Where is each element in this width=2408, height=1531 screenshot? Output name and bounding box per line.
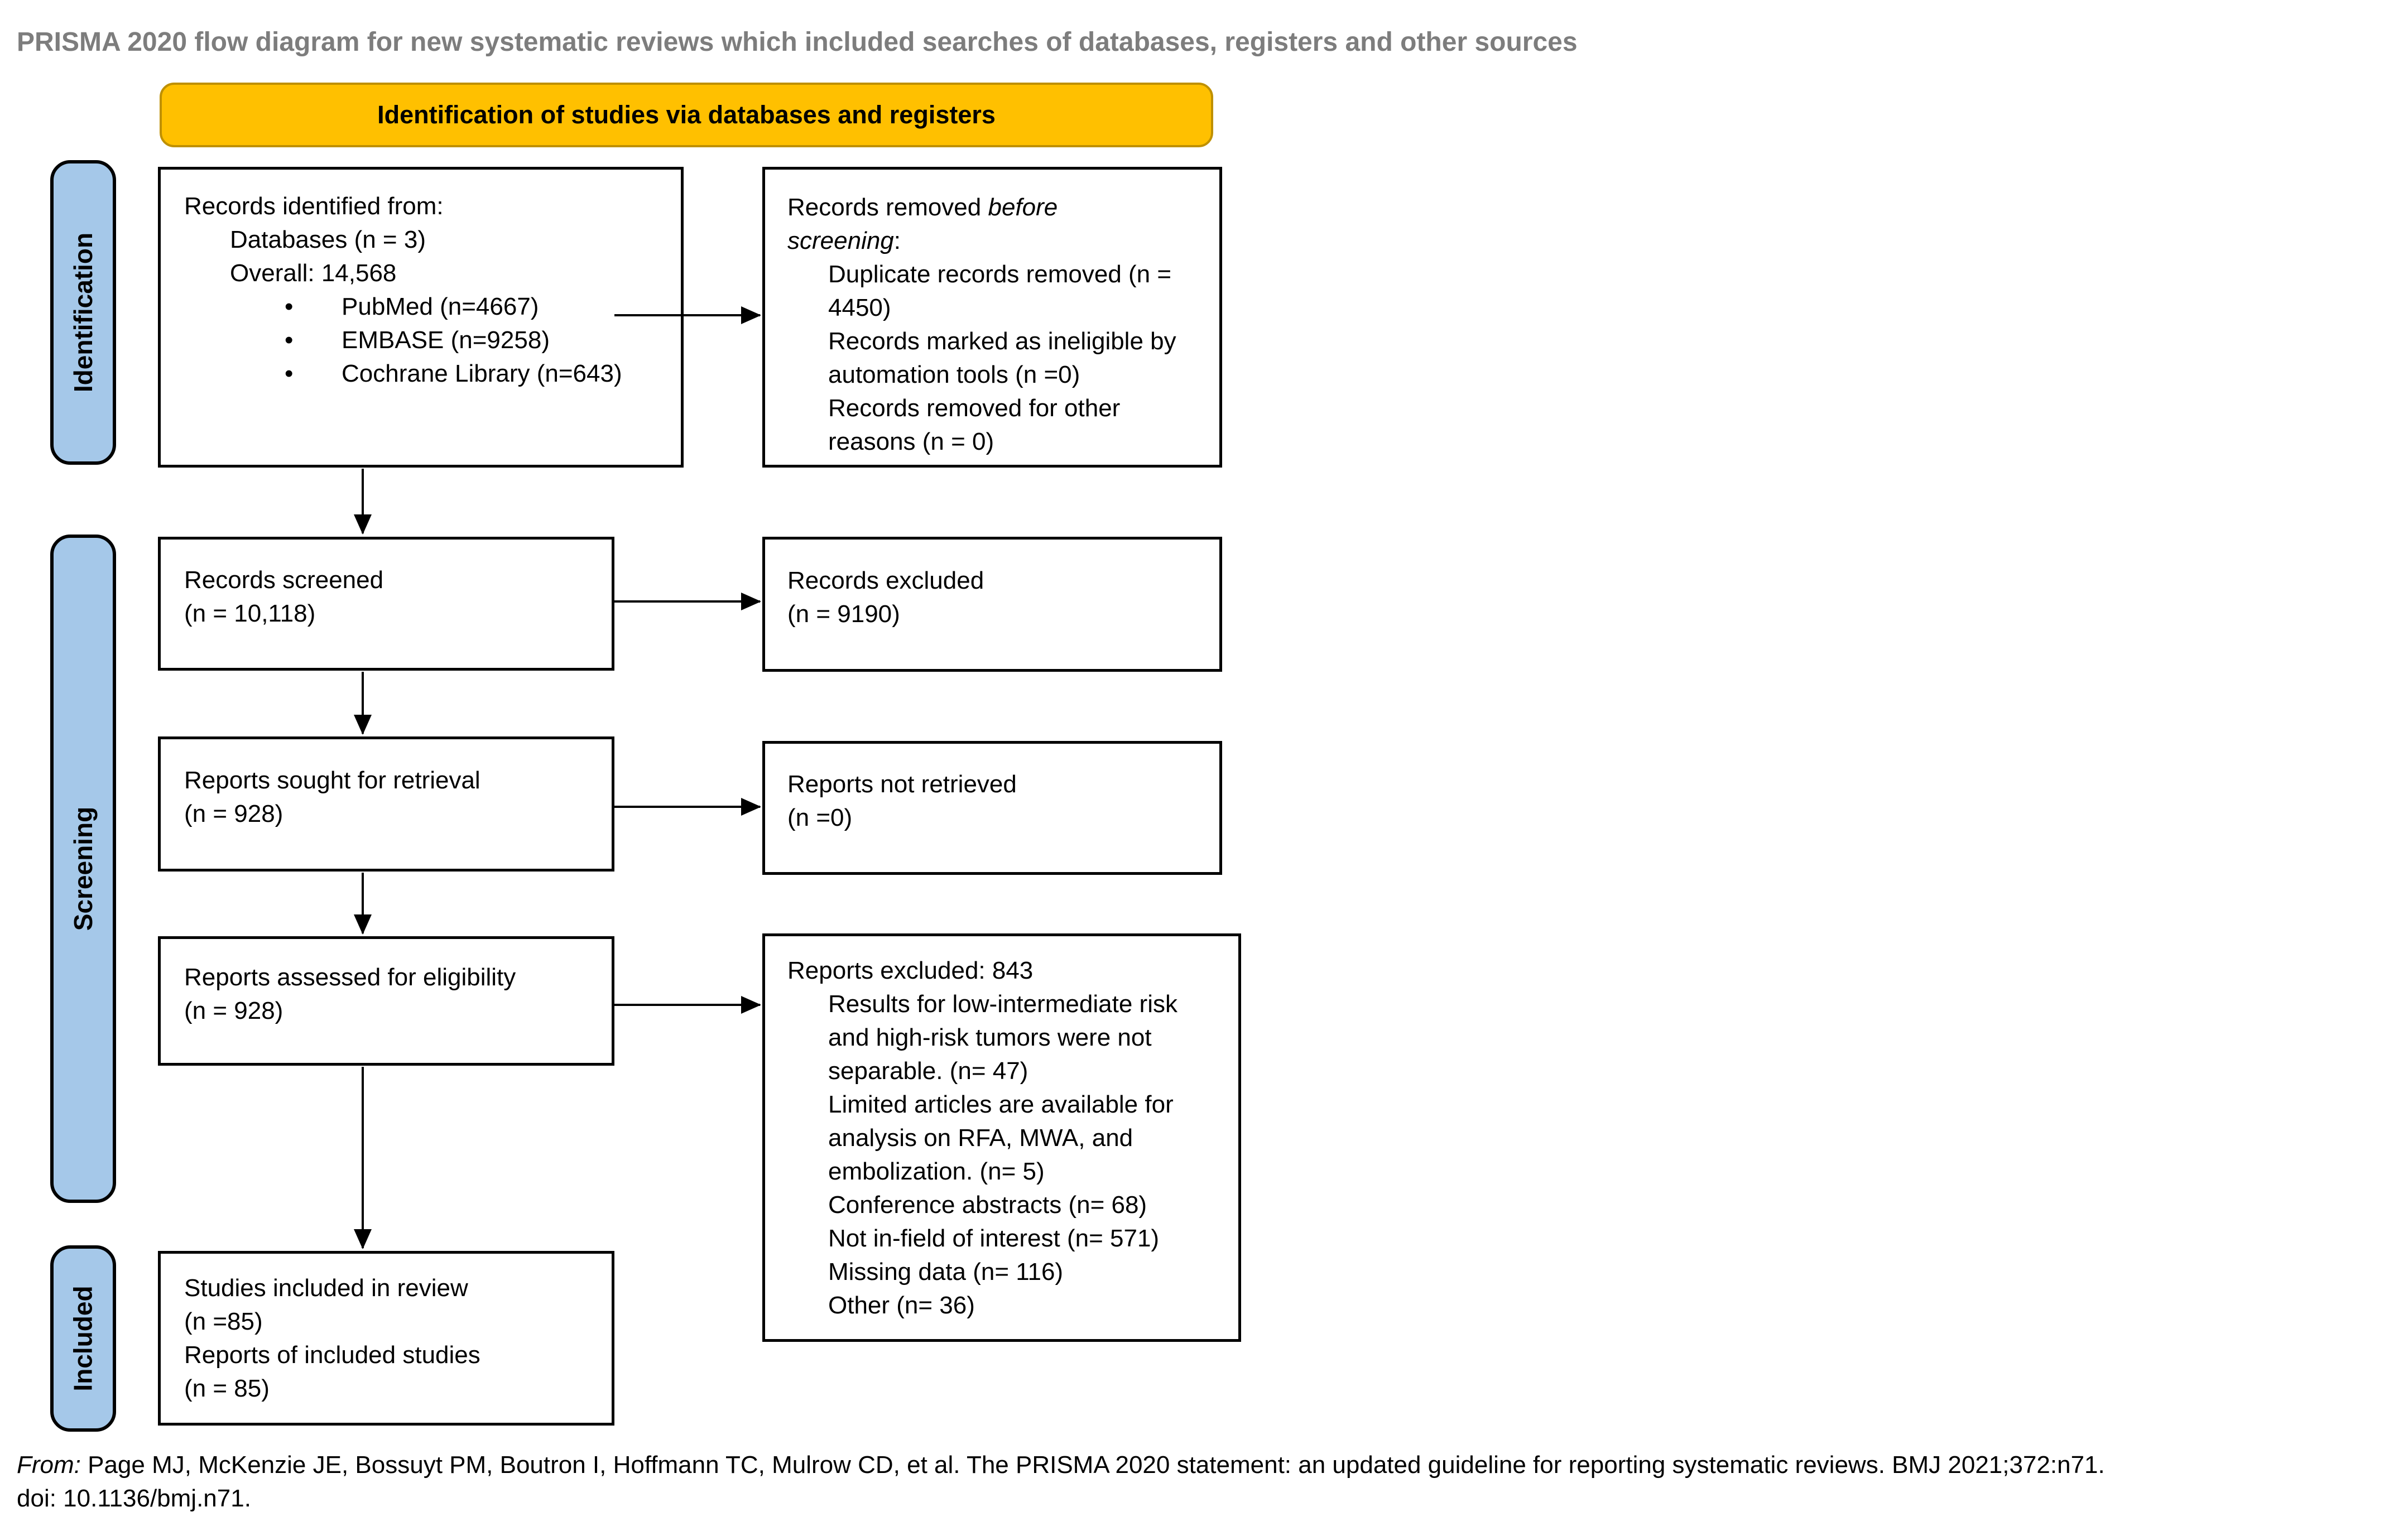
records-excluded-count: (n = 9190) — [787, 600, 900, 628]
records-identified-title: Records identified from: — [184, 192, 444, 220]
reports-not-retrieved-count: (n =0) — [787, 804, 853, 831]
reports-excluded-item-conference-abstracts: Conference abstracts (n= 68) — [828, 1191, 1147, 1219]
reports-of-included-line: Reports of included studies — [184, 1341, 480, 1369]
records-identified-bullet-cochrane: • Cochrane Library (n=643) — [285, 357, 670, 391]
box-reports-not-retrieved: Reports not retrieved (n =0) — [762, 741, 1222, 875]
banner-identification-of-studies: Identification of studies via databases … — [160, 83, 1213, 147]
box-reports-excluded: Reports excluded: 843 Results for low-in… — [762, 933, 1241, 1342]
stage-bar-identification: Identification — [50, 160, 116, 465]
bullet-icon: • — [285, 293, 294, 320]
reports-excluded-item-missing-data: Missing data (n= 116) — [828, 1258, 1064, 1286]
records-removed-item-other: Records removed for other reasons (n = 0… — [828, 394, 1121, 455]
citation-line2: doi: 10.1136/bmj.n71. — [17, 1485, 251, 1512]
bullet-label: PubMed (n=4667) — [342, 293, 539, 320]
records-removed-lead-text: Records removed — [787, 194, 988, 221]
box-reports-assessed: Reports assessed for eligibility (n = 92… — [158, 936, 614, 1066]
box-records-removed-before-screening: Records removed before screening: Duplic… — [762, 167, 1222, 468]
records-identified-databases: Databases (n = 3) — [230, 226, 426, 253]
reports-excluded-item-not-in-field: Not in-field of interest (n= 571) — [828, 1225, 1160, 1252]
bullet-label: Cochrane Library (n=643) — [342, 360, 622, 387]
reports-of-included-count: (n = 85) — [184, 1374, 270, 1402]
records-identified-overall: Overall: 14,568 — [230, 259, 397, 287]
banner-label: Identification of studies via databases … — [377, 100, 996, 129]
box-records-excluded: Records excluded (n = 9190) — [762, 537, 1222, 672]
records-removed-lead: Records removed before screening: — [787, 191, 1203, 258]
box-records-identified: Records identified from: Databases (n = … — [158, 167, 684, 468]
studies-included-line1: Studies included in review — [184, 1274, 468, 1302]
reports-not-retrieved-line1: Reports not retrieved — [787, 771, 1017, 798]
stage-bar-included-label: Included — [69, 1286, 98, 1392]
reports-sought-count: (n = 928) — [184, 800, 283, 827]
records-removed-lead-colon: : — [893, 227, 901, 254]
reports-assessed-count: (n = 928) — [184, 997, 283, 1024]
studies-included-count: (n =85) — [184, 1307, 263, 1335]
records-excluded-line1: Records excluded — [787, 567, 984, 594]
bullet-icon: • — [285, 360, 294, 387]
records-removed-item-automation: Records marked as ineligible by automati… — [828, 328, 1176, 388]
reports-assessed-line1: Reports assessed for eligibility — [184, 964, 516, 991]
reports-excluded-item-other: Other (n= 36) — [828, 1292, 975, 1319]
box-records-screened: Records screened (n = 10,118) — [158, 537, 614, 671]
reports-excluded-title: Reports excluded: 843 — [787, 957, 1034, 984]
reports-sought-line1: Reports sought for retrieval — [184, 767, 480, 794]
bullet-icon: • — [285, 326, 294, 354]
records-screened-count: (n = 10,118) — [184, 600, 316, 627]
records-removed-item-duplicates: Duplicate records removed (n = 4450) — [828, 261, 1172, 321]
reports-excluded-item-limited-articles: Limited articles are available for analy… — [828, 1091, 1174, 1185]
box-studies-included: Studies included in review (n =85) Repor… — [158, 1251, 614, 1426]
reports-excluded-item-not-separable: Results for low-intermediate risk and hi… — [828, 990, 1177, 1085]
stage-bar-identification-label: Identification — [69, 232, 98, 393]
page-title: PRISMA 2020 flow diagram for new systema… — [17, 27, 1578, 57]
box-reports-sought: Reports sought for retrieval (n = 928) — [158, 736, 614, 872]
records-identified-bullet-pubmed: • PubMed (n=4667) — [285, 290, 670, 324]
stage-bar-included: Included — [50, 1245, 116, 1432]
records-screened-line1: Records screened — [184, 566, 384, 594]
bullet-label: EMBASE (n=9258) — [342, 326, 550, 354]
stage-bar-screening: Screening — [50, 535, 116, 1203]
records-identified-bullet-embase: • EMBASE (n=9258) — [285, 324, 670, 357]
records-removed-lead-italic: before screening — [787, 194, 1058, 254]
citation-line1: From: Page MJ, McKenzie JE, Bossuyt PM, … — [17, 1448, 2394, 1482]
citation: From: Page MJ, McKenzie JE, Bossuyt PM, … — [17, 1448, 2394, 1515]
citation-from-prefix: From: — [17, 1451, 81, 1479]
citation-line1-text: Page MJ, McKenzie JE, Bossuyt PM, Boutro… — [80, 1451, 2105, 1479]
stage-bar-screening-label: Screening — [69, 806, 98, 931]
